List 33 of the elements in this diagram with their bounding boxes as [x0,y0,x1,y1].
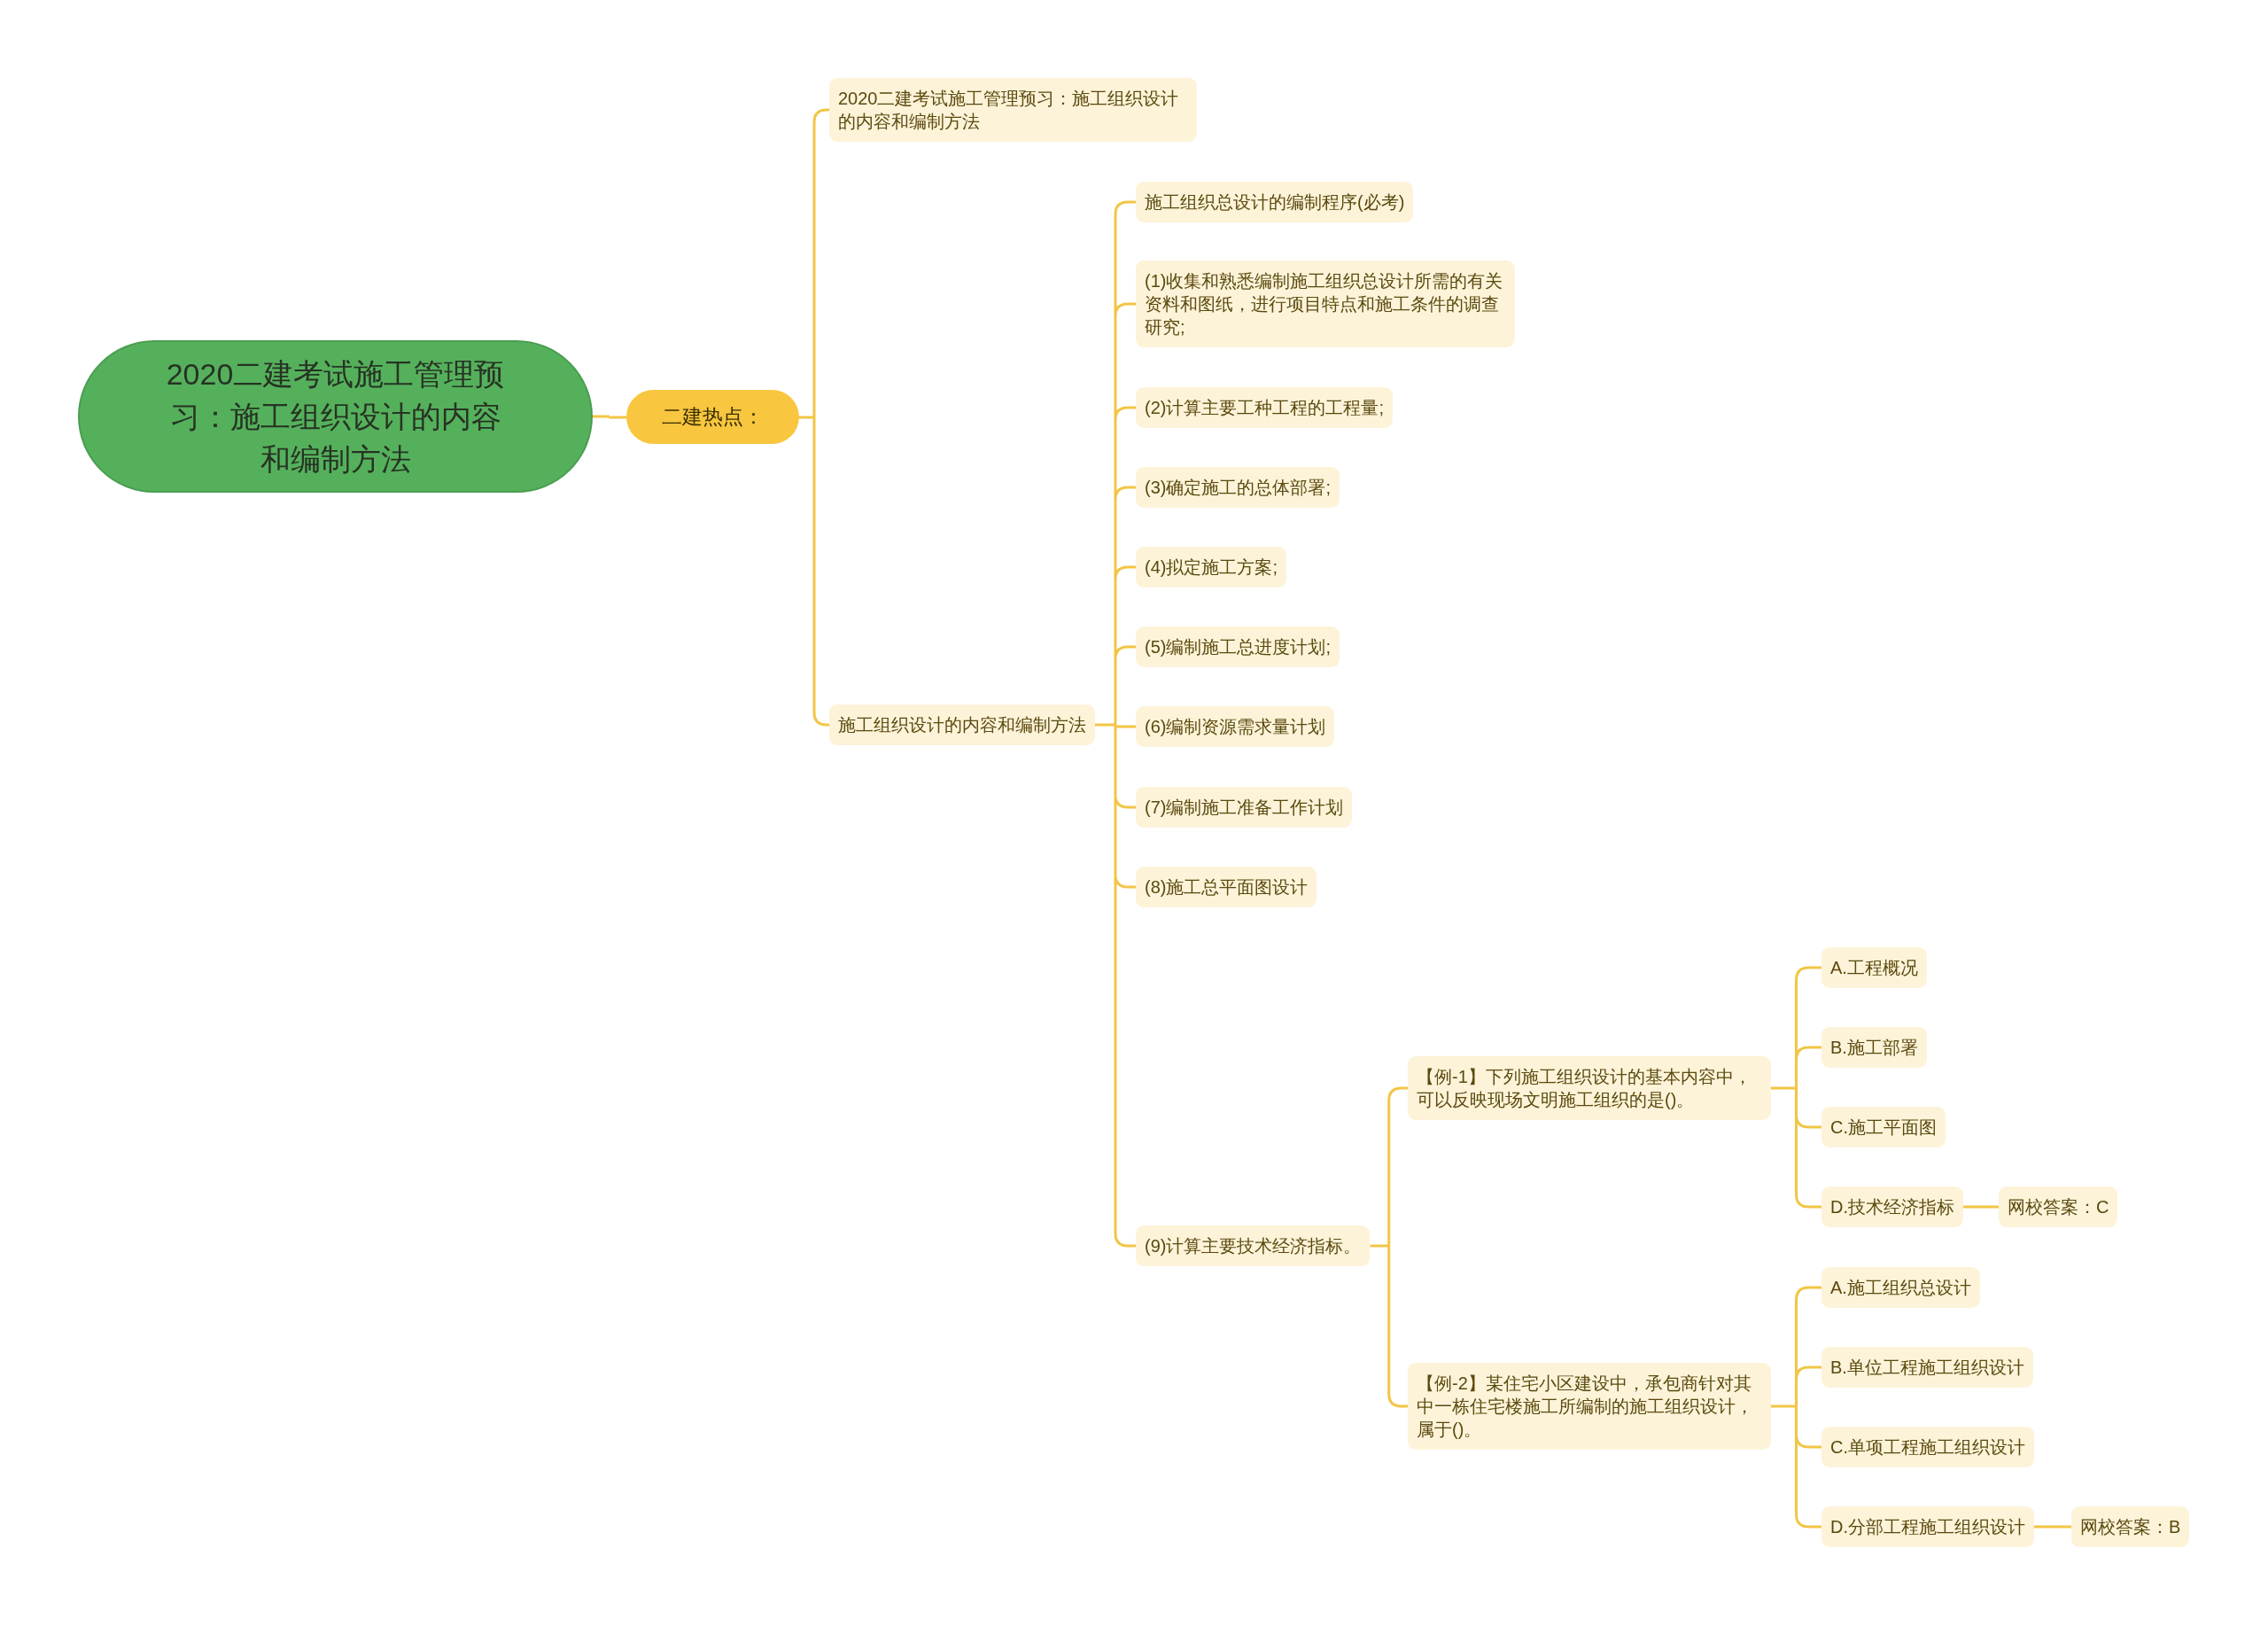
subtopic-box: (5)编制施工总进度计划; [1136,626,1340,667]
subtopic-box: D.分部工程施工组织设计 [1821,1506,2034,1547]
connector-line [1769,1286,1823,1529]
connector-line [1769,966,1823,1209]
subtopic-box: B.施工部署 [1821,1027,1927,1068]
subtopic-box: 【例-2】某住宅小区建设中，承包商针对其中一栋住宅楼施工所编制的施工组织设计，属于()。 [1408,1363,1771,1450]
subtopic-box: (8)施工总平面图设计 [1136,867,1317,907]
subtopic-box: 施工组织总设计的编制程序(必考) [1136,182,1414,222]
subtopic-box: (7)编制施工准备工作计划 [1136,787,1353,828]
subtopic-box: 【例-1】下列施工组织设计的基本内容中，可以反映现场文明施工组织的是()。 [1408,1056,1771,1120]
subtopic-box: D.技术经济指标 [1821,1186,1963,1227]
subtopic-box: C.单项工程施工组织设计 [1821,1427,2034,1467]
subtopic-box: (6)编制资源需求量计划 [1136,706,1335,747]
subtopic-box: 施工组织设计的内容和编制方法 [829,704,1095,745]
central-topic-pill: 2020二建考试施工管理预习：施工组织设计的内容和编制方法 [78,340,593,493]
branch-topic-pill: 二建热点： [626,390,799,444]
subtopic-box: (9)计算主要技术经济指标。 [1136,1225,1371,1266]
connector-line [1961,1205,2000,1209]
subtopic-box: (1)收集和熟悉编制施工组织总设计所需的有关资料和图纸，进行项目特点和施工条件的调查研究; [1136,261,1515,347]
subtopic-box: 2020二建考试施工管理预习：施工组织设计的内容和编制方法 [829,78,1197,142]
connector-line [797,108,831,727]
subtopic-box: (4)拟定施工方案; [1136,547,1286,587]
subtopic-box: 网校答案：C [1999,1186,2118,1227]
subtopic-box: (2)计算主要工种工程的工程量; [1136,387,1393,428]
subtopic-box: B.单位工程施工组织设计 [1821,1347,2033,1388]
connector-line [2032,1525,2073,1529]
connector-line [1093,200,1138,1248]
subtopic-box: 网校答案：B [2071,1506,2190,1547]
connector-line [591,415,628,419]
subtopic-box: A.工程概况 [1821,947,1927,988]
subtopic-box: (3)确定施工的总体部署; [1136,467,1340,508]
subtopic-box: A.施工组织总设计 [1821,1267,1980,1308]
subtopic-box: C.施工平面图 [1821,1107,1946,1148]
